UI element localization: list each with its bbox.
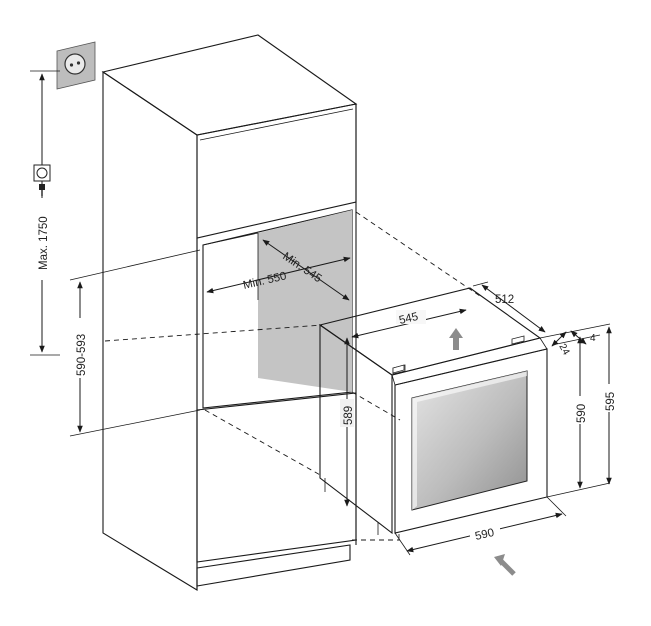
appliance-top-width-label: 545 xyxy=(398,311,419,327)
up-arrow-icon xyxy=(449,328,463,350)
appliance-side-height-dimension: 589 xyxy=(340,337,355,507)
appliance-bottom-width-label: 590 xyxy=(474,527,495,543)
appliance-depth-dimension: 512 xyxy=(472,281,546,333)
power-outlet-icon xyxy=(56,41,96,90)
max-height-label: Max. 1750 xyxy=(38,216,50,270)
insert-arrow-icon xyxy=(494,554,516,576)
door-glass xyxy=(411,370,528,511)
appliance-total-height-label: 595 xyxy=(605,392,617,411)
max-height-dimension: Max. 1750 xyxy=(30,70,60,356)
tall-cabinet xyxy=(101,34,358,591)
niche-height-label: 590-593 xyxy=(76,334,88,376)
appliance-bottom-width-dimension: 590 xyxy=(394,496,567,556)
door-offset-label-a: 24 xyxy=(556,342,571,358)
appliance-width-dimension: 545 xyxy=(351,308,467,339)
appliance-front-height-label: 590 xyxy=(576,404,588,423)
cabinet-top xyxy=(101,34,358,136)
niche-back-wall xyxy=(258,210,352,392)
niche-height-dimension: 590-593 xyxy=(69,249,201,437)
appliance-top-depth-label: 512 xyxy=(495,294,514,306)
appliance-side-height-label: 589 xyxy=(343,406,355,425)
door-offset-dimensions: 24 4 xyxy=(551,330,596,358)
door-offset-label-b: 4 xyxy=(590,333,596,344)
appliance-frame xyxy=(391,337,548,386)
cabinet-left-side xyxy=(102,70,198,591)
projection-lines xyxy=(104,211,481,541)
appliance-front-height-dimension: 590 xyxy=(539,323,611,498)
cabinet-lower-door xyxy=(196,392,357,563)
plug-icon xyxy=(33,164,51,196)
appliance xyxy=(318,287,548,540)
appliance-total-height-dimension: 595 xyxy=(602,326,617,485)
